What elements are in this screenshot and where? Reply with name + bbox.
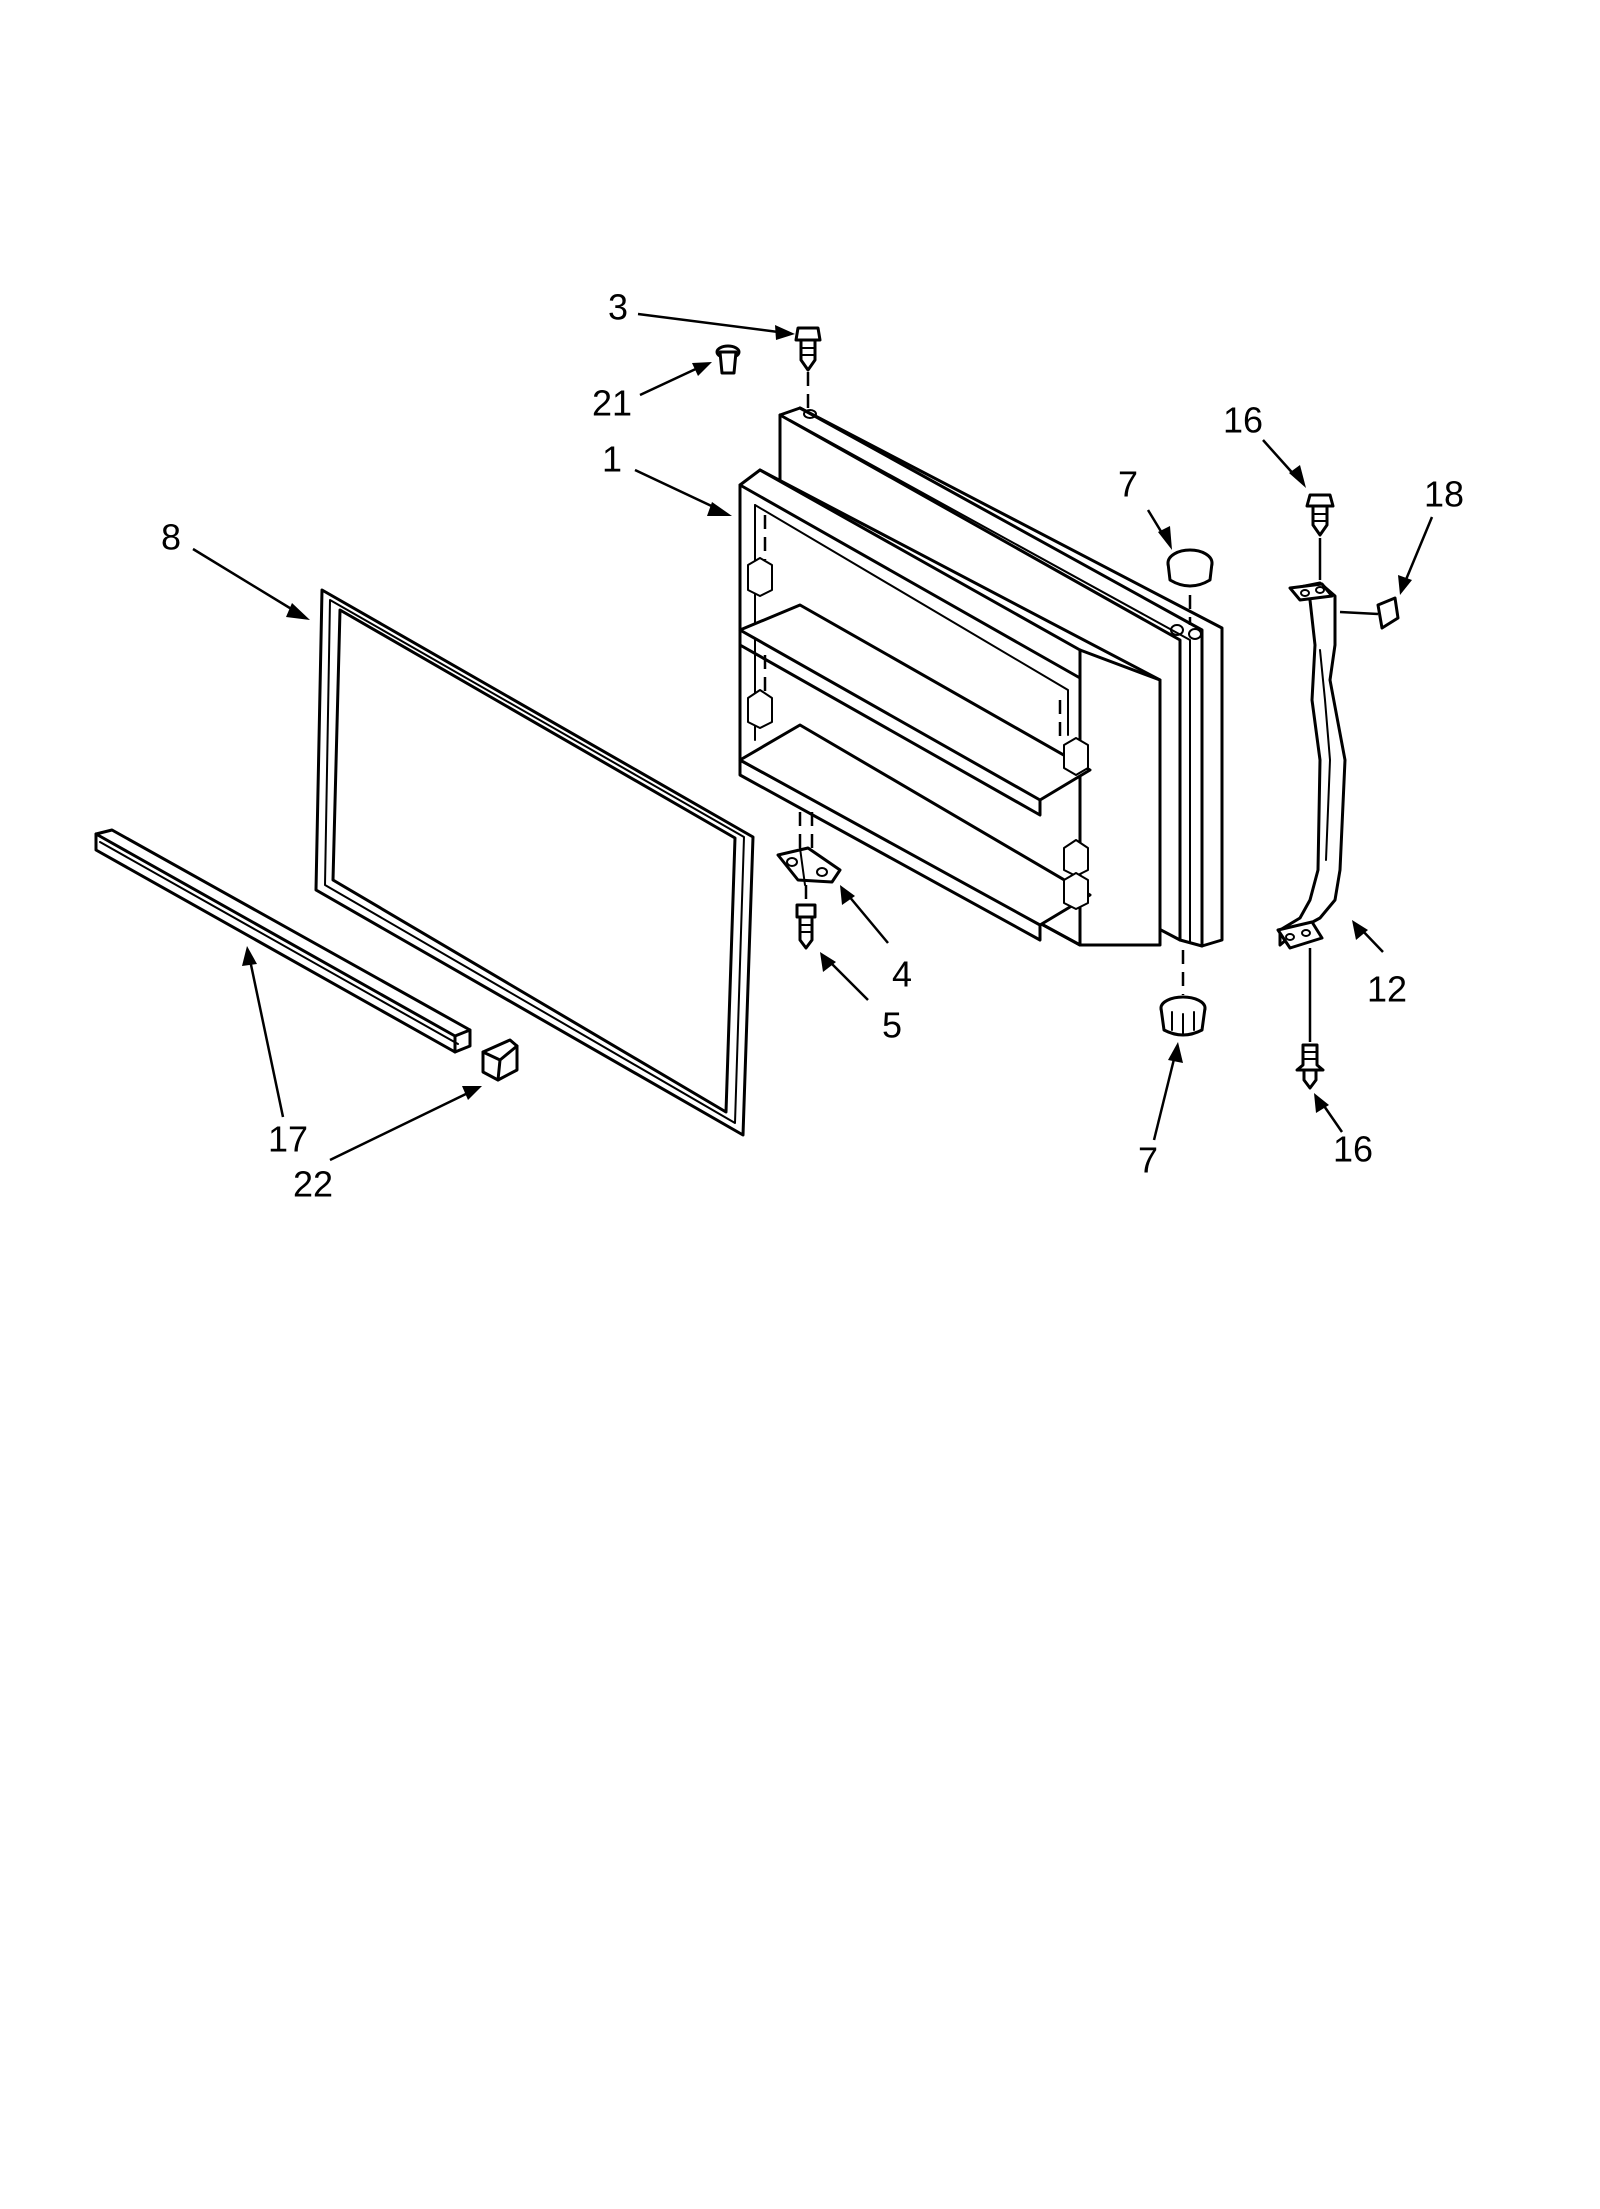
strip-end-cap (481, 1038, 519, 1082)
callout-17: 17 (268, 1119, 308, 1160)
callout-12: 12 (1367, 969, 1407, 1010)
breaker-strip (94, 828, 472, 1054)
callout-7-bottom: 7 (1138, 1140, 1158, 1181)
callout-4: 4 (892, 954, 912, 995)
callout-7-top: 7 (1118, 464, 1138, 505)
hinge-cap-top (1166, 548, 1214, 625)
callout-22: 22 (293, 1164, 333, 1205)
callout-16-bottom: 16 (1333, 1129, 1373, 1170)
hinge-screw (795, 885, 817, 950)
handle-screw-bottom (1295, 948, 1325, 1090)
callout-3: 3 (608, 287, 628, 328)
hole-plug (715, 344, 741, 375)
callout-18: 18 (1424, 474, 1464, 515)
handle-screw-top (1305, 493, 1335, 580)
hinge-bracket (776, 812, 842, 886)
top-screw (794, 326, 822, 408)
door-handle (1276, 581, 1347, 950)
callout-labels: 3 21 1 8 7 16 18 4 5 12 7 16 17 22 (161, 287, 1464, 1205)
hinge-cap-bottom (1159, 950, 1207, 1037)
callout-1: 1 (602, 439, 622, 480)
callout-16-top: 16 (1223, 400, 1263, 441)
door-gasket (314, 588, 755, 1137)
leader-lines (192, 312, 1434, 1162)
callout-5: 5 (882, 1005, 902, 1046)
door-assembly (738, 406, 1224, 948)
callout-21: 21 (592, 383, 632, 424)
callout-8: 8 (161, 517, 181, 558)
handle-insert (1339, 596, 1400, 630)
